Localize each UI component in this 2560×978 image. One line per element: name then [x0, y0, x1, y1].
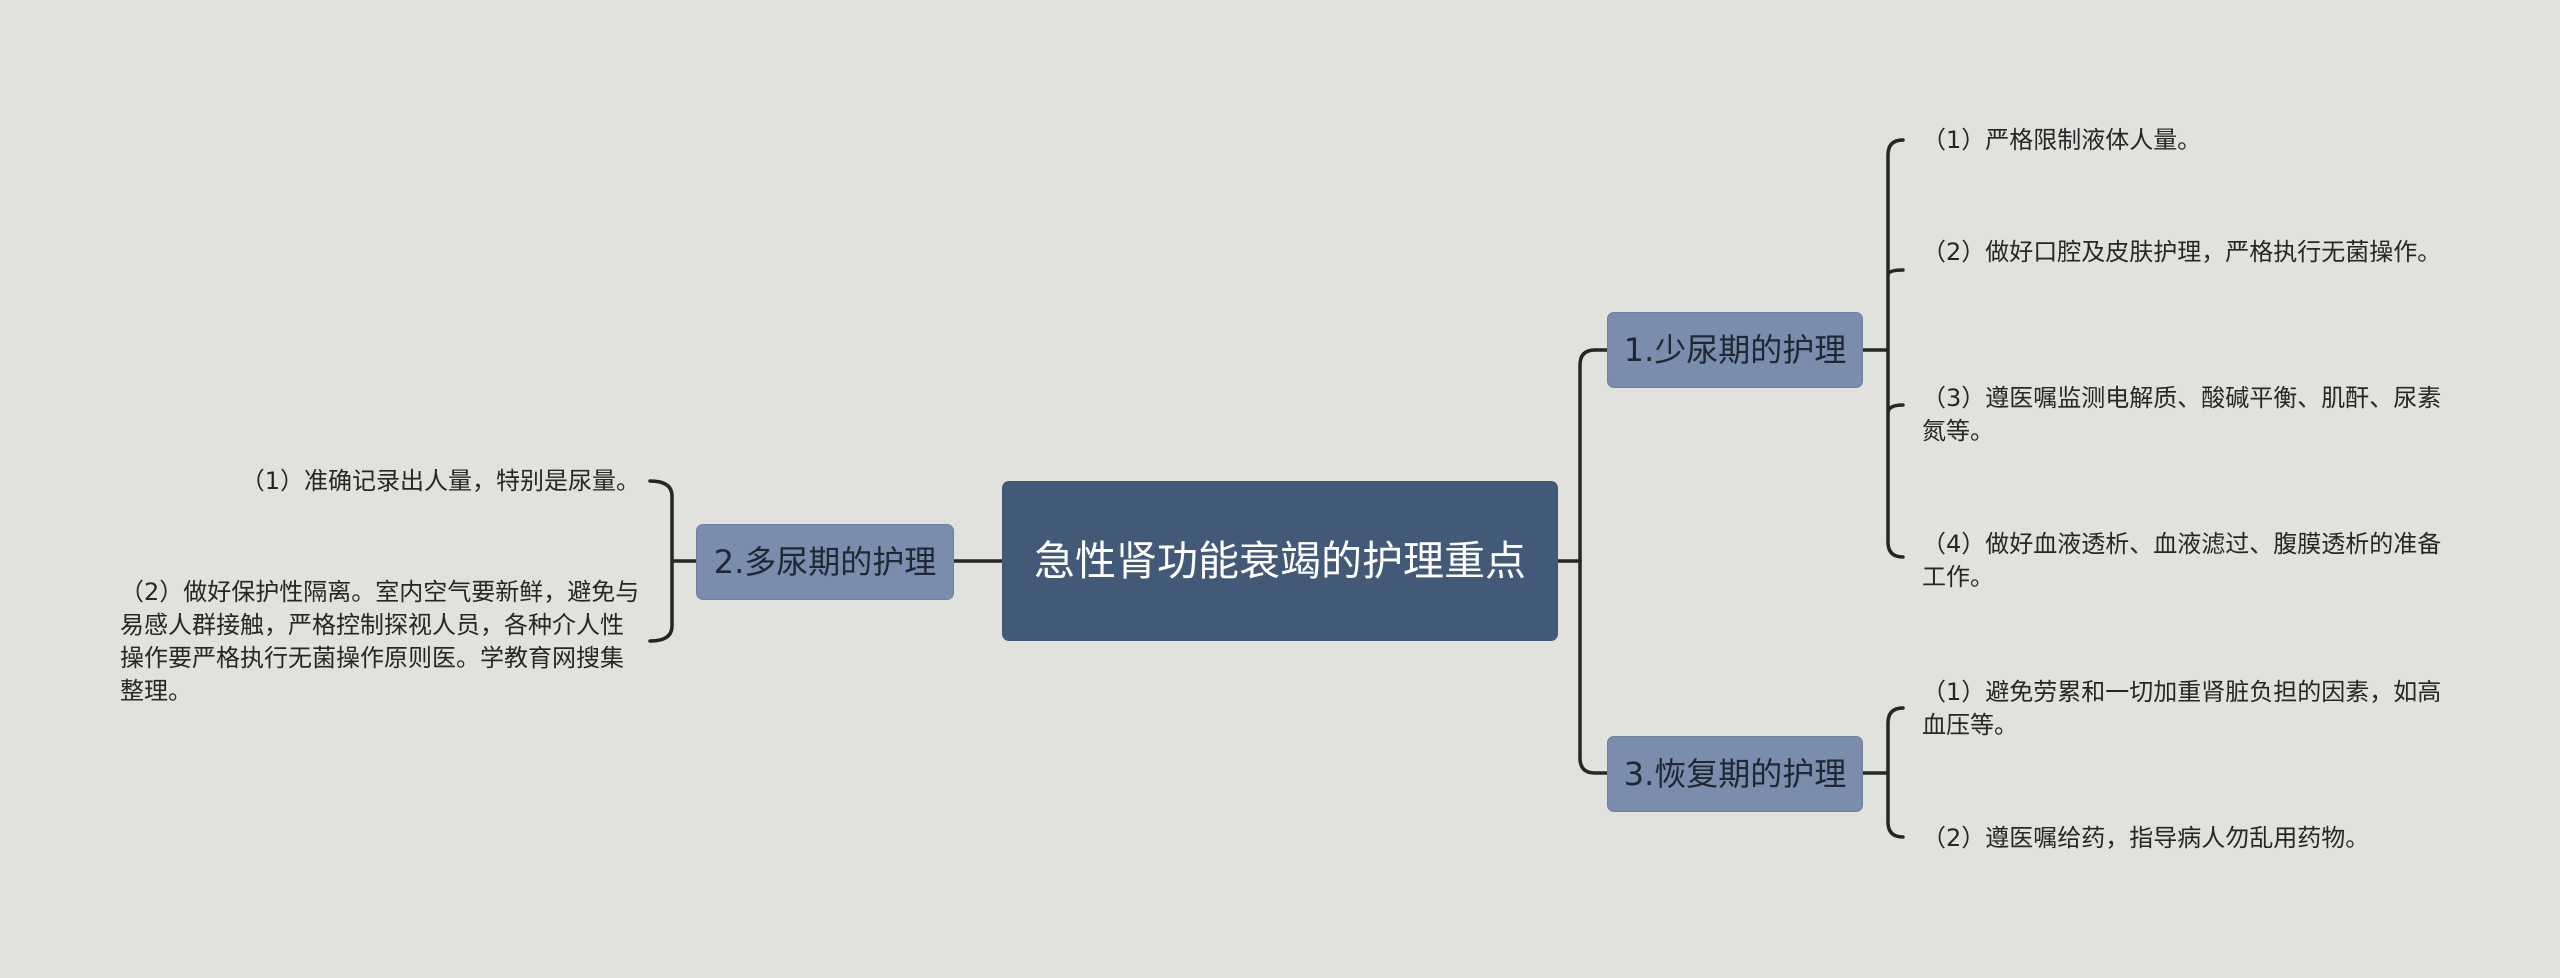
leaf-oliguria-2[interactable]: （2）做好口腔及皮肤护理，严格执行无菌操作。 — [1922, 238, 2442, 266]
leaf-recovery-2[interactable]: （2）遵医嘱给药，指导病人勿乱用药物。 — [1922, 824, 2370, 852]
central-topic[interactable]: 急性肾功能衰竭的护理重点 — [1002, 481, 1558, 641]
connector-right-trunk — [1578, 348, 1609, 775]
leaf-polyuria-1[interactable]: （1）准确记录出人量，特别是尿量。 — [240, 467, 640, 495]
branch-recovery-care[interactable]: 3.恢复期的护理 — [1607, 736, 1863, 812]
connector-branch-3-bracket — [1886, 706, 1905, 839]
leaf-oliguria-3[interactable]: （3）遵医嘱监测电解质、酸碱平衡、肌酐、尿素氮等。 — [1922, 384, 2442, 445]
leaf-polyuria-2[interactable]: （2）做好保护性隔离。室内空气要新鲜，避免与易感人群接触，严格控制探视人员，各种… — [120, 578, 640, 705]
branch-label: 2.多尿期的护理 — [713, 543, 937, 581]
leaf-oliguria-1[interactable]: （1）严格限制液体人量。 — [1922, 126, 2202, 154]
connector-branch-1-leaf-2 — [1886, 268, 1905, 277]
branch-polyuria-care[interactable]: 2.多尿期的护理 — [696, 524, 954, 600]
connector-branch-1-leaf-3 — [1886, 403, 1905, 415]
connector-branch-1-bracket — [1886, 138, 1905, 559]
branch-oliguria-care[interactable]: 1.少尿期的护理 — [1607, 312, 1863, 388]
central-topic-label: 急性肾功能衰竭的护理重点 — [1034, 537, 1526, 585]
connector-branch-2-bracket — [648, 479, 674, 643]
leaf-recovery-1[interactable]: （1）避免劳累和一切加重肾脏负担的因素，如高血压等。 — [1922, 678, 2442, 739]
branch-label: 1.少尿期的护理 — [1623, 331, 1847, 369]
leaf-oliguria-4[interactable]: （4）做好血液透析、血液滤过、腹膜透析的准备工作。 — [1922, 530, 2442, 591]
branch-label: 3.恢复期的护理 — [1623, 755, 1847, 793]
